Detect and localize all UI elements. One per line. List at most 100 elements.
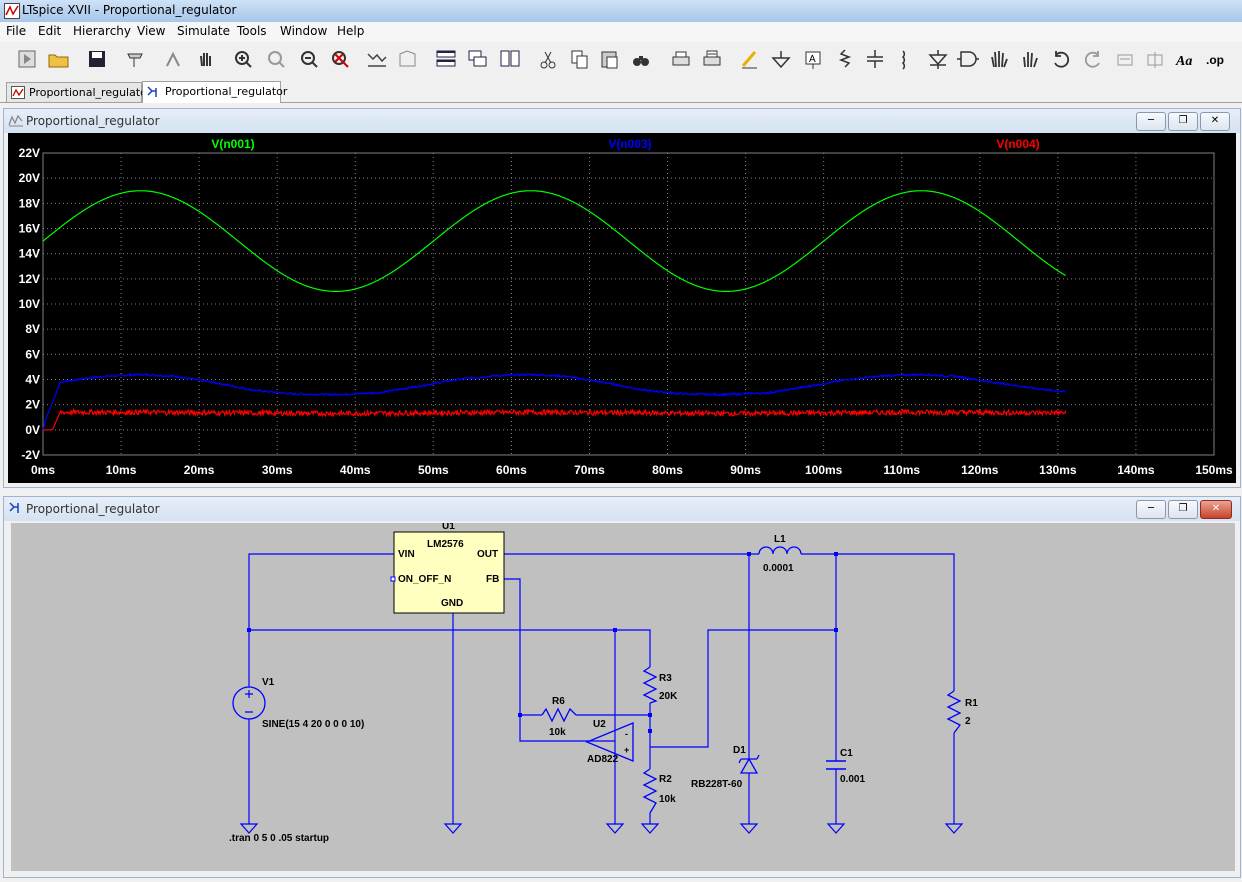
- tile-vertical-button[interactable]: [497, 46, 523, 74]
- run-button[interactable]: [14, 46, 40, 74]
- tab-waveform-label: Proportional_regulator: [29, 86, 152, 99]
- menu-help[interactable]: Help: [337, 24, 365, 38]
- spice-directive[interactable]: .tran 0 5 0 .05 startup: [229, 833, 329, 844]
- text-icon: Aa: [1175, 54, 1192, 69]
- svg-text:.op: .op: [1206, 53, 1224, 67]
- menu-tools[interactable]: Tools: [237, 24, 267, 38]
- undo-button[interactable]: [1048, 46, 1074, 74]
- y-tick-label: 0V: [25, 423, 40, 437]
- y-tick-label: 6V: [25, 347, 40, 361]
- component-u2-opamp[interactable]: - + U2 AD822: [585, 719, 634, 765]
- x-tick-label: 0ms: [31, 463, 55, 477]
- trace-vn001: [42, 190, 1066, 292]
- print-icon: [672, 51, 690, 66]
- capacitor-button[interactable]: [862, 46, 888, 74]
- x-tick-label: 150ms: [1195, 463, 1233, 477]
- r2-value-label: 10k: [659, 794, 676, 805]
- x-tick-label: 10ms: [106, 463, 137, 477]
- tab-waveform[interactable]: Proportional_regulator: [6, 82, 151, 102]
- cut-button[interactable]: [535, 46, 561, 74]
- component-r6-resistor[interactable]: R6 10k: [541, 696, 577, 738]
- component-button[interactable]: [955, 46, 981, 74]
- x-tick-label: 50ms: [418, 463, 449, 477]
- zoom-in-button[interactable]: [230, 46, 256, 74]
- component-u1-lm2576[interactable]: U1 LM2576 VIN OUT ON_OFF_N FB GND: [390, 523, 505, 614]
- schematic-minimize-button[interactable]: ─: [1136, 500, 1166, 519]
- menu-edit[interactable]: Edit: [38, 24, 62, 38]
- label-net-button[interactable]: A: [800, 46, 826, 74]
- schematic-restore-button[interactable]: ❐: [1168, 500, 1198, 519]
- x-tick-label: 80ms: [652, 463, 683, 477]
- move-button[interactable]: [986, 46, 1012, 74]
- mirror-button[interactable]: [1142, 46, 1168, 74]
- c1-ref-label: C1: [840, 748, 853, 759]
- rotate-button[interactable]: [1112, 46, 1138, 74]
- drag-button[interactable]: [1017, 46, 1043, 74]
- tile-horizontal-button[interactable]: [433, 46, 459, 74]
- inductor-button[interactable]: [893, 46, 919, 74]
- menu-hierarchy[interactable]: Hierarchy: [73, 24, 132, 38]
- cascade-button[interactable]: [465, 46, 491, 74]
- print-setup-button[interactable]: [699, 46, 725, 74]
- autorange-button[interactable]: [364, 46, 390, 74]
- halt-button[interactable]: [160, 46, 186, 74]
- waveform-close-button[interactable]: ✕: [1200, 112, 1230, 131]
- zoom-out-button[interactable]: [296, 46, 322, 74]
- x-tick-label: 90ms: [730, 463, 761, 477]
- component-r2-resistor[interactable]: R2 10k: [642, 768, 676, 814]
- diode-button[interactable]: [925, 46, 951, 74]
- paste-button[interactable]: [597, 46, 623, 74]
- component-v1-source[interactable]: V1 SINE(15 4 20 0 0 0 10): [232, 677, 364, 730]
- open-button[interactable]: [46, 46, 72, 74]
- plot-settings-button[interactable]: [395, 46, 421, 74]
- ground-icon: [239, 823, 259, 834]
- menu-view[interactable]: View: [137, 24, 166, 38]
- tab-schematic[interactable]: Proportional_regulator: [142, 81, 287, 103]
- ground-icon: [739, 823, 759, 834]
- spice-directive-button[interactable]: .op: [1203, 46, 1229, 74]
- wire-button[interactable]: [737, 46, 763, 74]
- component-r3-resistor[interactable]: R3 20K: [642, 666, 678, 704]
- schematic-canvas[interactable]: U1 LM2576 VIN OUT ON_OFF_N FB GND L1 0.0…: [11, 523, 1235, 871]
- menu-simulate[interactable]: Simulate: [177, 24, 231, 38]
- print-button[interactable]: [668, 46, 694, 74]
- move-icon: [991, 51, 1008, 68]
- copy-button[interactable]: [567, 46, 593, 74]
- y-tick-label: 4V: [25, 373, 40, 387]
- mirror-icon: [1147, 52, 1163, 68]
- zoom-area-button[interactable]: [263, 46, 289, 74]
- find-button[interactable]: [628, 46, 654, 74]
- plot-settings-icon: [399, 50, 416, 67]
- menu-window[interactable]: Window: [280, 24, 328, 38]
- waveform-restore-button[interactable]: ❐: [1168, 112, 1198, 131]
- schematic-close-button[interactable]: ✕: [1200, 500, 1232, 519]
- menu-file[interactable]: File: [6, 24, 27, 38]
- copy-icon: [571, 50, 588, 69]
- ltspice-app-icon[interactable]: [4, 3, 20, 19]
- y-tick-label: 12V: [19, 272, 40, 286]
- redo-button[interactable]: [1080, 46, 1106, 74]
- diode-icon: [928, 50, 948, 69]
- component-l1-inductor[interactable]: L1 0.0001: [758, 534, 802, 574]
- zoom-fit-button[interactable]: [327, 46, 353, 74]
- schematic-window-icon: [9, 502, 19, 513]
- component-r1-resistor[interactable]: R1 2: [946, 690, 978, 734]
- text-button[interactable]: Aa: [1173, 46, 1199, 74]
- legend-vn003: V(n003): [608, 137, 651, 151]
- u1-ref-label: U1: [442, 523, 455, 532]
- trace-vn003: [42, 372, 1066, 430]
- ground-button[interactable]: [768, 46, 794, 74]
- save-button[interactable]: [84, 46, 110, 74]
- v1-value-label: SINE(15 4 20 0 0 0 10): [262, 719, 364, 730]
- x-tick-label: 20ms: [184, 463, 215, 477]
- zoom-fit-icon: [332, 51, 349, 68]
- resistor-button[interactable]: [832, 46, 858, 74]
- pan-button[interactable]: [193, 46, 219, 74]
- capacitor-icon: [867, 50, 883, 68]
- component-d1-diode[interactable]: D1 RB228T-60: [691, 745, 760, 790]
- waveform-minimize-button[interactable]: ─: [1136, 112, 1166, 131]
- component-c1-capacitor[interactable]: C1 0.001: [826, 748, 865, 785]
- control-panel-button[interactable]: [122, 46, 148, 74]
- component-icon: [957, 51, 979, 67]
